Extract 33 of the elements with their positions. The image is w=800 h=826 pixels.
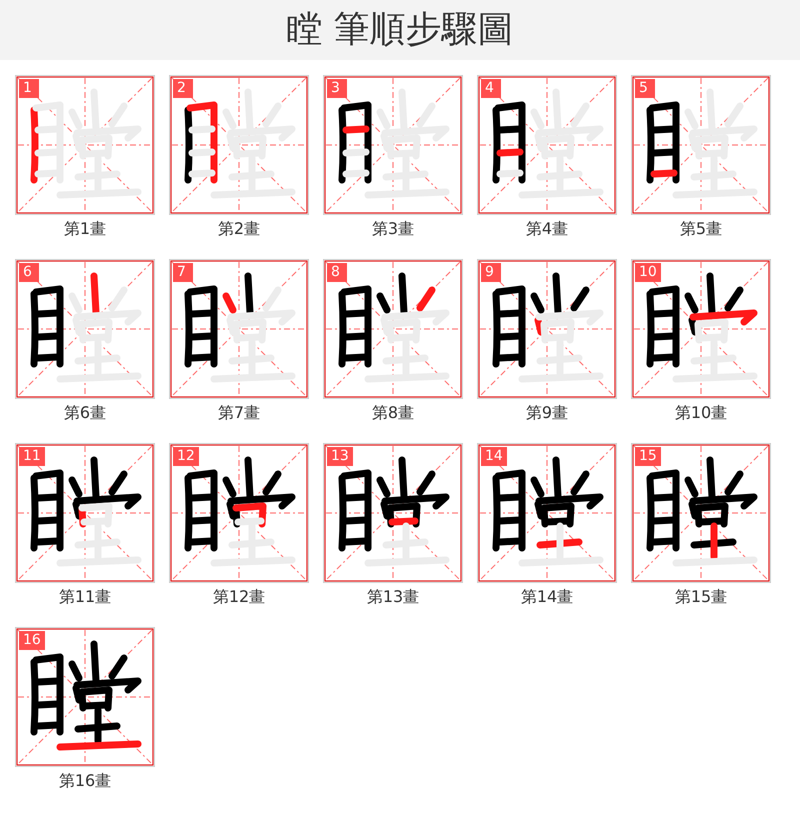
step-number-tag: 4 — [481, 79, 501, 98]
page-title: 瞠 筆順步驟圖 — [286, 8, 514, 52]
step-caption: 第3畫 — [372, 219, 414, 239]
step-number-tag: 11 — [19, 447, 45, 466]
step-caption: 第12畫 — [212, 587, 266, 607]
step-caption: 第2畫 — [218, 219, 260, 239]
step-caption: 第9畫 — [526, 403, 568, 423]
step-number-tag: 9 — [481, 263, 501, 282]
step-number-tag: 15 — [635, 447, 661, 466]
step-number-tag: 13 — [327, 447, 353, 466]
step-caption: 第15畫 — [674, 587, 728, 607]
step-caption: 第16畫 — [58, 771, 112, 791]
step-number-tag: 16 — [19, 631, 45, 650]
step-caption: 第6畫 — [64, 403, 106, 423]
step-caption: 第8畫 — [372, 403, 414, 423]
step-caption: 第13畫 — [366, 587, 420, 607]
step-number-tag: 12 — [173, 447, 199, 466]
step-number-tag: 14 — [481, 447, 507, 466]
step-caption: 第1畫 — [64, 219, 106, 239]
step-caption: 第14畫 — [520, 587, 574, 607]
step-number-tag: 5 — [635, 79, 655, 98]
step-caption: 第11畫 — [58, 587, 112, 607]
step-number-tag: 10 — [635, 263, 661, 282]
step-caption: 第5畫 — [680, 219, 722, 239]
step-caption: 第10畫 — [674, 403, 728, 423]
step-number-tag: 7 — [173, 263, 193, 282]
step-number-tag: 3 — [327, 79, 347, 98]
step-number-tag: 2 — [173, 79, 193, 98]
step-number-tag: 6 — [19, 263, 39, 282]
step-number-tag: 1 — [19, 79, 39, 98]
step-caption: 第4畫 — [526, 219, 568, 239]
step-caption: 第7畫 — [218, 403, 260, 423]
step-number-tag: 8 — [327, 263, 347, 282]
